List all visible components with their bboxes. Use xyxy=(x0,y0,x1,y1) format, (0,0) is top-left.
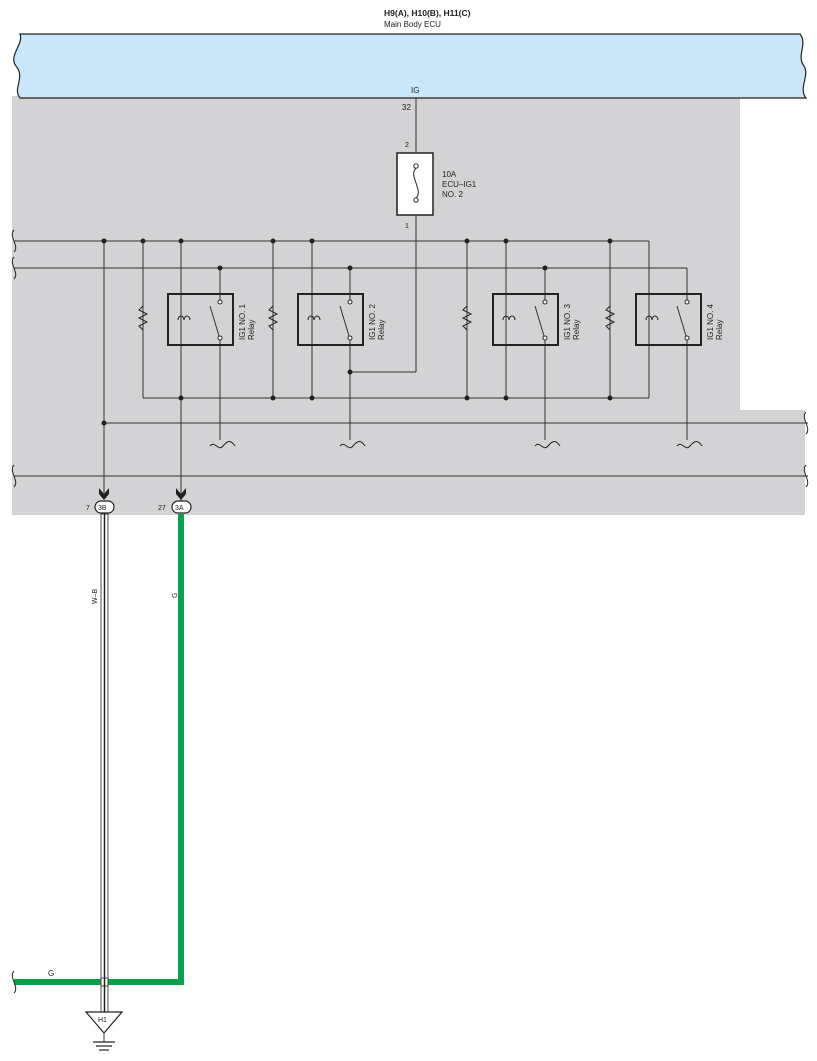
wire-green-label-group: G xyxy=(172,593,179,598)
connector-3a-pin: 27 xyxy=(158,505,166,512)
connector-3b xyxy=(94,488,115,514)
relay-4-circuit xyxy=(604,241,703,449)
relay-3-label-group: IG1 NO. 3 Relay xyxy=(563,303,581,340)
fuse-ecu-ig1-no2 xyxy=(396,152,434,216)
wire-w-b-label: W–B xyxy=(92,589,99,605)
connector-3a-id: 3A xyxy=(175,505,184,512)
relay-1-sub: Relay xyxy=(247,320,256,340)
relay-1-label: IG1 NO. 1 xyxy=(238,303,247,340)
fuse-pin-top: 2 xyxy=(405,142,409,149)
relay-2-circuit xyxy=(267,241,366,449)
junction-dots xyxy=(101,238,613,426)
relay-1-circuit xyxy=(137,241,236,505)
fuse-name: ECU–IG1 xyxy=(442,180,477,189)
break-marks xyxy=(11,229,809,488)
fuse-pin-bottom: 1 xyxy=(405,223,409,230)
ground-symbol xyxy=(84,1011,124,1051)
ecu-name-label: Main Body ECU xyxy=(384,20,441,29)
relay-3-sub: Relay xyxy=(572,320,581,340)
relay-2-label-group: IG1 NO. 2 Relay xyxy=(368,303,386,340)
bottom-wire-label: G xyxy=(48,969,54,978)
main-body-ecu xyxy=(13,33,808,99)
relay-3-circuit xyxy=(461,241,561,449)
fuse-rating: 10A xyxy=(442,170,457,179)
relay-4-sub: Relay xyxy=(715,320,724,340)
ecu-connectors-label: H9(A), H10(B), H11(C) xyxy=(384,8,471,18)
fuse-name-line2: NO. 2 xyxy=(442,190,463,199)
wire-green-label: G xyxy=(172,593,179,598)
junction-block-background xyxy=(12,96,805,515)
relay-2-label: IG1 NO. 2 xyxy=(368,303,377,340)
wire-w-b-label-group: W–B xyxy=(92,589,99,605)
relay-2-sub: Relay xyxy=(377,320,386,340)
wire-w-b xyxy=(100,513,109,1013)
relay-4-label-group: IG1 NO. 4 Relay xyxy=(706,303,724,340)
relay-3-label: IG1 NO. 3 xyxy=(563,303,572,340)
wire-green xyxy=(11,514,184,994)
connector-3b-pin: 7 xyxy=(86,505,90,512)
relay-1-label-group: IG1 NO. 1 Relay xyxy=(238,303,256,340)
ecu-pin-number: 32 xyxy=(402,103,411,112)
relay-4-label: IG1 NO. 4 xyxy=(706,303,715,340)
connector-3a xyxy=(171,488,192,514)
connector-3b-id: 3B xyxy=(98,505,107,512)
ground-id: H1 xyxy=(98,1017,107,1024)
ecu-pin-label: IG xyxy=(411,86,419,95)
